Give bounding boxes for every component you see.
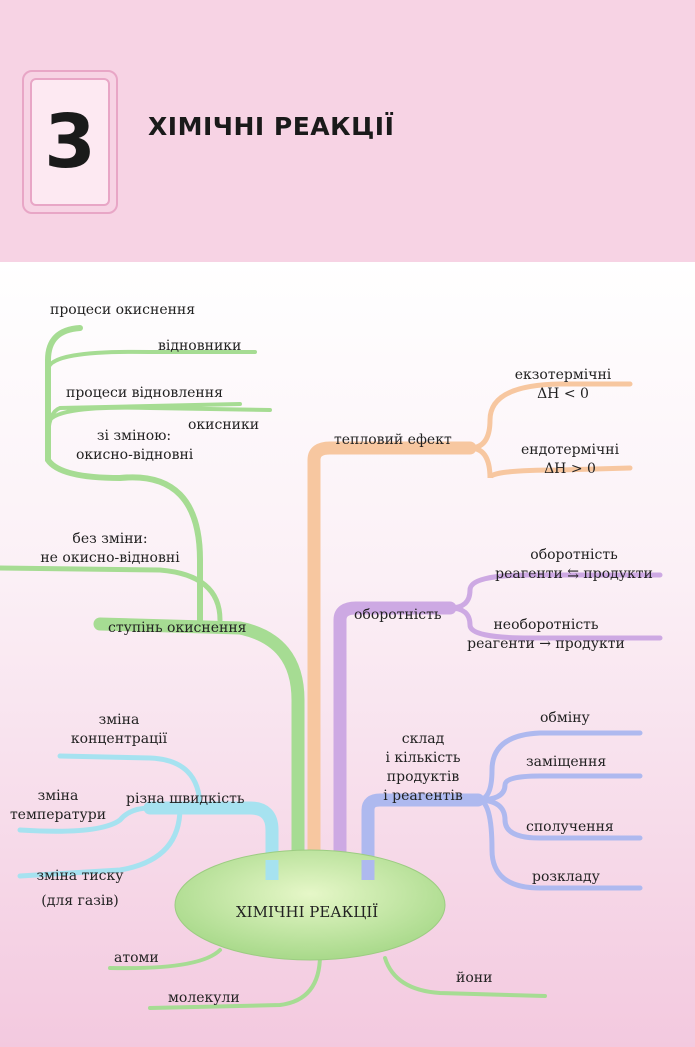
label-combination: сполучення: [526, 819, 614, 835]
label-exchange: обміну: [540, 710, 590, 726]
label-pressure: зміна тиску(для газів): [36, 868, 124, 910]
label-reducers: відновники: [158, 338, 242, 354]
particle-branch-lines: [108, 948, 547, 1010]
label-speed-branch: різна швидкість: [126, 791, 245, 807]
center-ellipse: [174, 849, 446, 961]
label-reversibility-branch: оборотність: [354, 607, 442, 623]
label-oxidizers: окисники: [188, 417, 260, 433]
label-without-change: без зміни:не окисно-відновні: [40, 531, 180, 566]
label-oxidation-processes: процеси окиснення: [50, 302, 196, 318]
chapter-number-box: 3: [22, 70, 118, 214]
composition-branch-lines: [361, 730, 643, 891]
chapter-header: 3 ХІМІЧНІ РЕАКЦІЇ: [0, 0, 695, 262]
center-label: ХІМІЧНІ РЕАКЦІЇ: [236, 903, 379, 921]
oxidation-branch-lines: [0, 325, 305, 857]
speed-branch-lines: [17, 753, 279, 887]
chapter-number: 3: [44, 99, 96, 185]
label-heat-branch: тепловий ефект: [334, 432, 452, 448]
chapter-title: ХІМІЧНІ РЕАКЦІЇ: [148, 112, 395, 141]
label-reduction-processes: процеси відновлення: [66, 385, 223, 401]
label-ions: йони: [456, 970, 493, 986]
label-oxidation-branch: ступінь окиснення: [108, 620, 247, 636]
heat-branch-lines: [307, 381, 633, 857]
label-atoms: атоми: [114, 950, 159, 966]
label-with-change: зі зміною:окисно-відновні: [76, 428, 194, 463]
label-molecules: молекули: [168, 990, 240, 1006]
label-decomposition: розкладу: [532, 869, 600, 885]
label-substitution: заміщення: [526, 754, 607, 770]
reversibility-branch-lines: [333, 572, 663, 862]
